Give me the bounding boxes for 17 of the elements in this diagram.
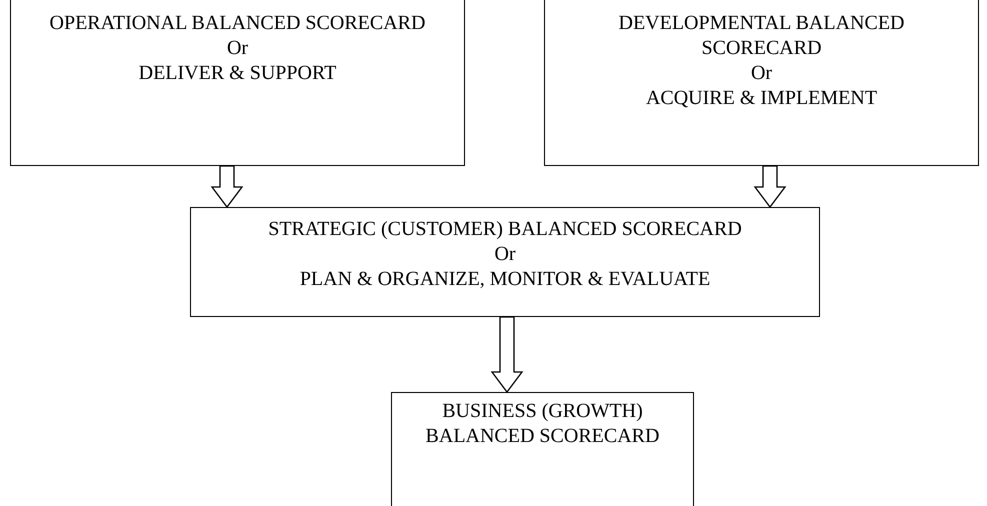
- box-text: OPERATIONAL BALANCED SCORECARD: [50, 11, 426, 36]
- block-arrow: [754, 165, 786, 208]
- box-text: DEVELOPMENTAL BALANCED SCORECARD: [618, 11, 906, 61]
- block-arrow: [210, 165, 244, 208]
- process-box: [190, 207, 820, 317]
- block-arrow: [490, 316, 524, 394]
- process-box: [544, 0, 979, 166]
- box-text: BUSINESS (GROWTH) BALANCED SCORECARD: [424, 399, 660, 449]
- box-text: PLAN & ORGANIZE, MONITOR & EVALUATE: [300, 267, 710, 292]
- box-text: DELIVER & SUPPORT: [138, 61, 336, 86]
- box-text: Or: [226, 36, 248, 61]
- box-text: Or: [750, 61, 772, 86]
- box-text: Or: [494, 242, 516, 267]
- process-box: [391, 392, 694, 506]
- box-text: ACQUIRE & IMPLEMENT: [646, 86, 878, 111]
- box-text: STRATEGIC (CUSTOMER) BALANCED SCORECARD: [268, 217, 742, 242]
- process-box: [10, 0, 465, 166]
